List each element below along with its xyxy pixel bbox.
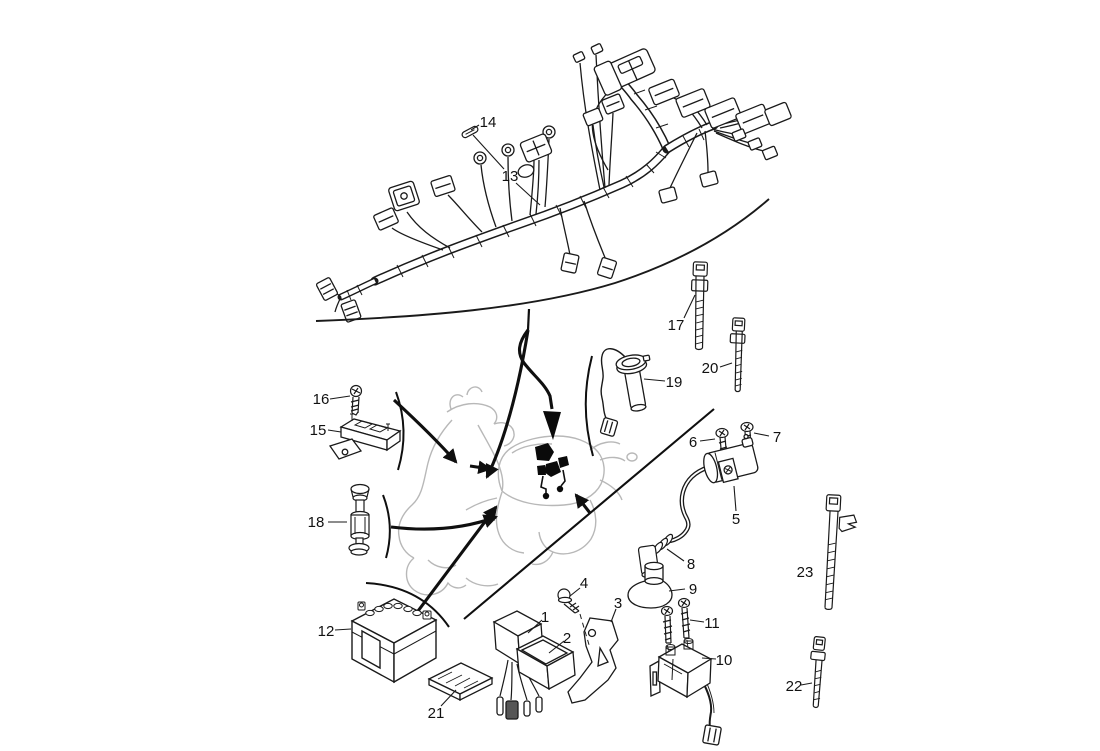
holder-tray-illustration (515, 635, 576, 691)
rubber-damper-illustration (348, 483, 370, 556)
callout-20: 20 (702, 360, 719, 377)
fuel-level-sender-illustration (599, 348, 651, 437)
leader-9 (668, 588, 686, 592)
leader-12 (334, 628, 352, 631)
callout-18: 18 (308, 514, 325, 531)
callout-4: 4 (580, 575, 588, 592)
callout-14: 14 (480, 114, 497, 131)
callout-6: 6 (689, 434, 697, 451)
pointer-arrows (390, 308, 592, 616)
leader-1 (527, 619, 543, 634)
callout-15: 15 (310, 422, 327, 439)
leader-16 (329, 395, 351, 400)
battery-illustration (350, 598, 438, 684)
callout-17: 17 (668, 317, 685, 334)
harness-main-connector (593, 48, 656, 96)
group-arcs (365, 355, 594, 628)
leader-7 (753, 432, 770, 437)
leader-3 (610, 608, 617, 623)
leader-22 (800, 682, 813, 686)
callout-5: 5 (732, 511, 740, 528)
scooter-sketch (397, 386, 638, 596)
leader-13b (515, 182, 541, 206)
leader-8 (666, 548, 685, 562)
callout-1: 1 (541, 609, 549, 626)
flange-bolt-illustration (557, 588, 591, 649)
cable-tie-20-illustration (729, 317, 746, 393)
leader-10 (701, 657, 717, 660)
leader-4 (569, 587, 581, 597)
callout-9: 9 (689, 581, 697, 598)
callout-13: 13 (502, 168, 519, 185)
callout-23: 23 (797, 564, 814, 581)
leader-5 (733, 485, 737, 512)
harness-loom (337, 76, 719, 301)
leader-11 (689, 619, 705, 623)
fuse-box-screw-illustration (349, 384, 363, 416)
callout-7: 7 (773, 429, 781, 446)
plug-cap-seal-illustration (627, 561, 673, 609)
separator-line (463, 408, 715, 620)
leader-15 (327, 429, 342, 433)
leader-17 (683, 294, 696, 319)
leader-21 (440, 689, 457, 707)
cable-tie-23-illustration (824, 494, 858, 610)
callout-19: 19 (666, 374, 683, 391)
callout-numbers: 1 2 3 4 5 6 7 8 9 10 11 12 13 14 15 16 1… (308, 114, 814, 722)
leader-14 (470, 124, 480, 131)
wire-harness-illustration (315, 43, 792, 323)
leader-19 (643, 378, 666, 382)
component-location-marks (535, 443, 569, 500)
callout-22: 22 (786, 678, 803, 695)
harness-clip-illustration (461, 125, 479, 139)
callout-10: 10 (716, 652, 733, 669)
fuse-box-illustration (328, 413, 402, 460)
callout-3: 3 (614, 595, 622, 612)
ignition-coil-illustration (637, 433, 759, 578)
harness-connectors (315, 43, 792, 323)
callout-21: 21 (428, 705, 445, 722)
callout-2: 2 (563, 630, 571, 647)
callout-leaders (327, 124, 813, 707)
leader-2 (548, 640, 565, 654)
leader-6 (699, 438, 716, 442)
mounting-bracket-illustration (567, 617, 619, 704)
callout-8: 8 (687, 556, 695, 573)
cable-tie-22-illustration (810, 636, 826, 709)
callout-12: 12 (318, 623, 335, 640)
cable-tie-17-illustration (690, 261, 709, 351)
cdi-unit-illustration (492, 610, 544, 720)
coil-screws-illustration (715, 421, 754, 461)
battery-pad-illustration (427, 662, 494, 702)
starter-relay-illustration (649, 638, 722, 746)
leader-13a (472, 134, 505, 170)
leader-20 (719, 362, 733, 368)
harness-group-arc (315, 198, 770, 322)
callout-11: 11 (704, 615, 720, 632)
callout-16: 16 (313, 391, 330, 408)
